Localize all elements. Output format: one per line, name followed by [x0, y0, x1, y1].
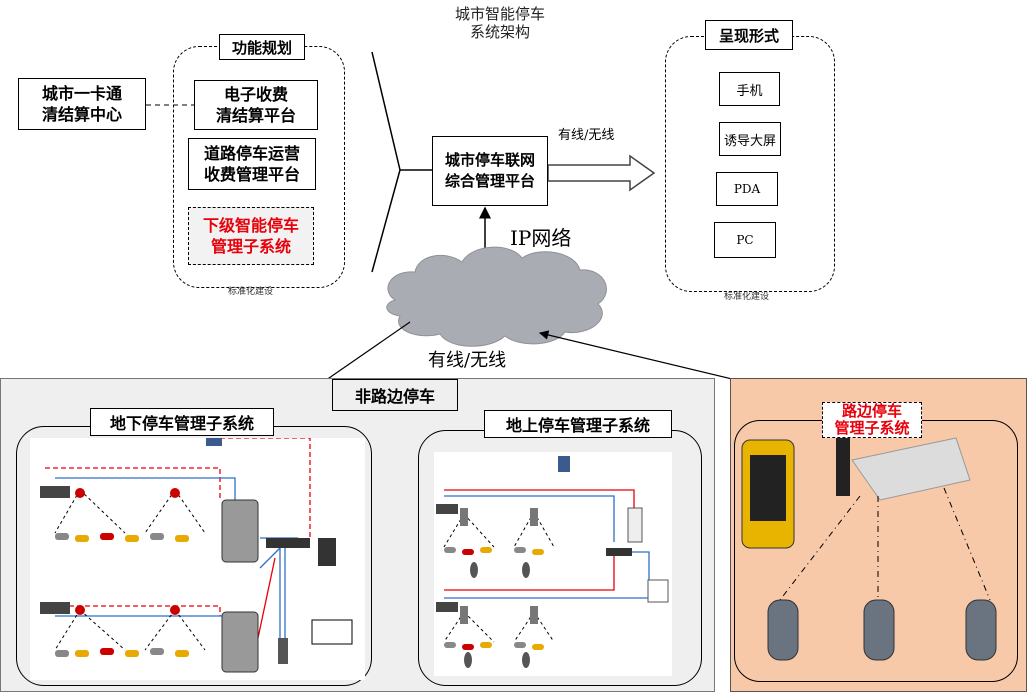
cloud-shape: [386, 246, 607, 347]
functional-planning-footer: 标准化建设: [228, 287, 274, 297]
clearing-center-line2: 清结算中心: [41, 105, 122, 124]
center-platform-line1: 城市停车联网: [444, 151, 535, 169]
underground-network-svg: [40, 438, 353, 673]
road-ops-line2: 收费管理平台: [203, 165, 300, 184]
sub-system-line2: 管理子系统: [210, 237, 291, 256]
roadside-sensor-antenna-icon: [851, 437, 971, 501]
diagram-title: 城市智能停车 系统架构: [430, 5, 570, 41]
roadside-title-line2: 管理子系统: [834, 419, 910, 437]
ip-network-label: IP网络: [510, 226, 572, 250]
presentation-item-pc: PC: [714, 222, 776, 258]
aboveground-illustration: [434, 452, 672, 676]
display-link-label: 有线/无线: [558, 128, 615, 143]
aboveground-title: 地上停车管理子系统: [484, 410, 672, 438]
clearing-center-line1: 城市一卡通: [41, 84, 122, 103]
sub-system-box: 下级智能停车 管理子系统: [188, 207, 314, 265]
underground-title: 地下停车管理子系统: [90, 408, 274, 436]
e-toll-line2: 清结算平台: [215, 106, 296, 125]
sub-system-line1: 下级智能停车: [202, 216, 299, 235]
underground-illustration: [30, 438, 365, 680]
center-platform-line2: 综合管理平台: [444, 172, 535, 190]
center-platform-box: 城市停车联网 综合管理平台: [432, 136, 548, 206]
diagram-title-line2: 系统架构: [469, 23, 530, 41]
presentation-item-phone: 手机: [719, 72, 780, 106]
e-toll-line1: 电子收费: [223, 85, 288, 104]
pole-icon: [836, 438, 850, 496]
diagram-title-line1: 城市智能停车: [454, 5, 545, 23]
aboveground-network-svg: [436, 456, 669, 668]
cloud-label: 有线/无线: [428, 350, 507, 371]
roadside-title-line1: 路边停车: [841, 402, 902, 420]
presentation-item-guide-screen: 诱导大屏: [719, 122, 781, 156]
e-toll-box: 电子收费 清结算平台: [194, 80, 318, 130]
roadside-title: 路边停车 管理子系统: [822, 402, 922, 438]
clearing-center-box: 城市一卡通 清结算中心: [18, 78, 146, 130]
road-ops-box: 道路停车运营 收费管理平台: [188, 138, 316, 190]
ground-sensor-icons: [767, 599, 997, 661]
presentation-item-pda: PDA: [716, 172, 778, 206]
presentation-header: 呈现形式: [705, 20, 793, 50]
functional-planning-header: 功能规划: [219, 34, 305, 60]
offroad-header: 非路边停车: [332, 379, 458, 411]
presentation-footer: 标准化建设: [724, 292, 770, 302]
road-ops-line1: 道路停车运营: [203, 144, 300, 163]
